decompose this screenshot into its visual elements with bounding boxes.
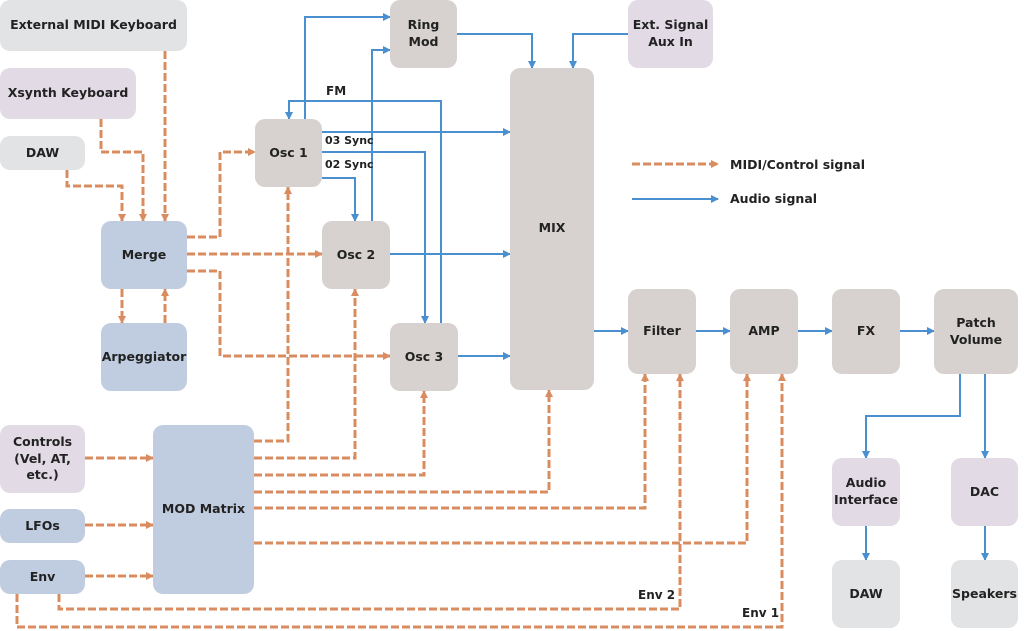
- edge-label-env-2: Env 2: [638, 588, 676, 602]
- node-mix: MIX: [510, 68, 594, 390]
- wire-mod-to-amp: [254, 373, 751, 545]
- wire-daw-to-merge: [65, 170, 126, 222]
- wire-mod-to-osc2: [254, 288, 359, 460]
- node-speakers: Speakers: [951, 560, 1018, 628]
- wire-mod-to-osc1: [254, 186, 292, 443]
- wire-osc2-to-ringmod: [371, 46, 391, 221]
- wire-xsynth-to-merge: [99, 119, 147, 222]
- node-fx: FX: [832, 289, 900, 374]
- edge-label-env-1: Env 1: [742, 606, 780, 620]
- node-xsynth-keyboard: Xsynth Keyboard: [0, 68, 136, 119]
- node-filter: Filter: [628, 289, 696, 374]
- edge-label-03-sync: 03 Sync: [325, 134, 374, 147]
- wire-fm-osc3-to-osc1: [285, 100, 442, 323]
- node-audio-interface: Audio Interface: [832, 458, 900, 526]
- node-ring-mod: Ring Mod: [390, 0, 457, 68]
- node-dac: DAC: [951, 458, 1018, 526]
- legend-midi-control-label: MIDI/Control signal: [730, 157, 865, 172]
- node-osc-1: Osc 1: [255, 119, 322, 187]
- node-daw-input: DAW: [0, 136, 85, 170]
- node-amp: AMP: [730, 289, 798, 374]
- wire-merge-to-osc1: [187, 148, 256, 239]
- edge-label-02-sync: 02 Sync: [325, 158, 374, 171]
- node-daw-output: DAW: [832, 560, 900, 628]
- node-osc-3: Osc 3: [390, 323, 458, 391]
- node-external-midi-keyboard: External MIDI Keyboard: [0, 0, 187, 51]
- wire-mod-to-mix: [254, 389, 553, 494]
- wire-env1-to-amp: [15, 373, 786, 629]
- wire-patch-to-audioif: [862, 374, 961, 459]
- wire-merge-to-osc3: [187, 269, 391, 360]
- legend-audio-label: Audio signal: [730, 191, 818, 206]
- node-controls: Controls (Vel, AT, etc.): [0, 425, 85, 493]
- wire-env2-to-filter: [57, 373, 684, 611]
- wire-sync3-osc1-to-osc3: [322, 151, 429, 324]
- wire-mod-to-osc3: [254, 390, 428, 477]
- node-lfos: LFOs: [0, 509, 85, 543]
- wire-osc1-to-ringmod: [304, 13, 391, 119]
- edge-label-fm: FM: [326, 84, 347, 98]
- node-patch-volume: Patch Volume: [934, 289, 1018, 374]
- node-mod-matrix: MOD Matrix: [153, 425, 254, 594]
- wire-mod-to-filter: [254, 373, 649, 510]
- wire-sync2-osc1-to-osc2: [322, 177, 359, 222]
- node-osc-2: Osc 2: [322, 221, 390, 289]
- wire-ext-to-mix: [569, 33, 628, 69]
- node-arpeggiator: Arpeggiator: [101, 323, 187, 391]
- node-merge: Merge: [101, 221, 187, 289]
- wire-ringmod-to-mix: [457, 33, 536, 69]
- node-ext-signal-aux-in: Ext. Signal Aux In: [628, 0, 713, 68]
- node-env: Env: [0, 560, 85, 594]
